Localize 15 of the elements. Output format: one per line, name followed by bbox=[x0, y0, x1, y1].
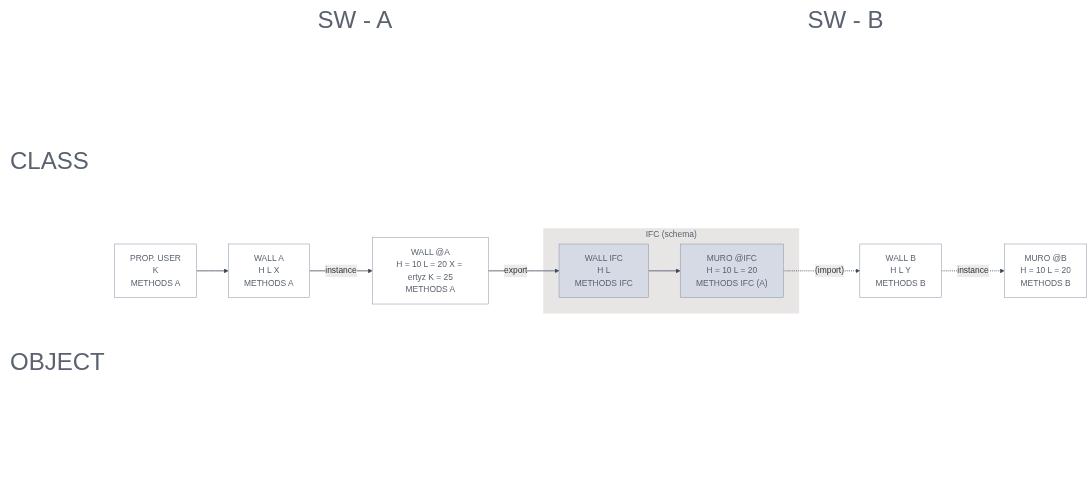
row-label: CLASS bbox=[10, 146, 90, 175]
node-box: WALL @A H = 10 L = 20 X = ertyz K = 25 METHODS A bbox=[372, 237, 489, 305]
edge-label: instance bbox=[325, 266, 357, 276]
column-label: SW - B bbox=[807, 6, 884, 34]
edge-label: export bbox=[504, 266, 528, 276]
edge-label: instance bbox=[957, 266, 989, 276]
node-box: WALL B H L Y METHODS B bbox=[859, 243, 942, 299]
node-box: MURO @B H = 10 L = 20 METHODS B bbox=[1004, 243, 1087, 299]
node-box: WALL IFC H L METHODS IFC bbox=[558, 243, 649, 299]
row-label: OBJECT bbox=[10, 347, 106, 376]
node-box: MURO @IFC H = 10 L = 20 METHODS IFC (A) bbox=[679, 243, 784, 299]
column-label: SW - A bbox=[317, 6, 393, 34]
node-box: WALL A H L X METHODS A bbox=[228, 243, 310, 299]
node-box: PROP. USER K METHODS A bbox=[114, 243, 197, 299]
edge-label: (import) bbox=[815, 266, 845, 276]
